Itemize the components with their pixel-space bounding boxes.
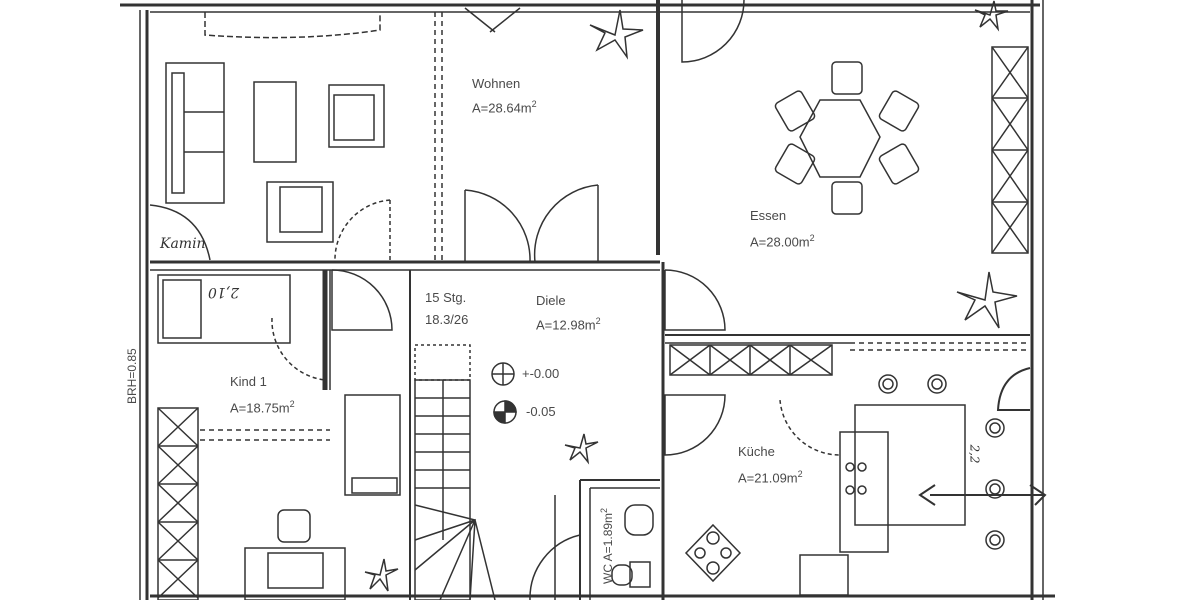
room-name-wohnen: Wohnen — [472, 76, 521, 91]
wardrobe — [157, 274, 291, 344]
room-label-wc: WC A=1.89m2 — [599, 507, 615, 584]
handwritten-kamin: Kamin — [160, 236, 206, 252]
stools — [878, 374, 1005, 550]
room-name-kind1: Kind 1 — [230, 374, 267, 389]
outer-walls — [120, 0, 1055, 600]
handwritten-kueche-note: 2,2 — [967, 444, 982, 464]
corner-door — [996, 367, 1031, 411]
window-right — [991, 46, 1029, 254]
window-left — [157, 407, 199, 600]
staircase — [414, 344, 496, 600]
level-mark-open-icon — [491, 362, 515, 386]
room-name-essen: Essen — [750, 208, 787, 223]
room-area-kueche: A=21.09m2 — [738, 469, 803, 486]
room-name-kueche: Küche — [738, 444, 775, 459]
window-kitchen — [669, 344, 833, 376]
level-mark-filled-icon — [493, 400, 517, 424]
desk — [244, 509, 346, 600]
stairs-ratio: 18.3/26 — [425, 312, 469, 327]
kitchen-counter — [684, 404, 966, 596]
kamin-outline — [149, 204, 211, 261]
level-value-1: -0.05 — [526, 404, 556, 419]
room-area-wohnen: A=28.64m2 — [472, 99, 537, 116]
handwritten-arrow — [918, 484, 1047, 506]
stairs-steps: 15 Stg. — [425, 290, 467, 305]
room-name-diele: Diele — [536, 293, 566, 308]
handwritten-kind-note: 2,10 — [208, 284, 240, 300]
armchair-1 — [328, 84, 385, 148]
plant-icons — [364, 0, 1018, 592]
window-curve-top — [204, 12, 381, 39]
doors-dashed — [271, 199, 841, 456]
level-value-0: +-0.00 — [522, 366, 560, 381]
dining-table — [774, 61, 920, 215]
doors — [331, 0, 745, 600]
sill-height-label: BRH=0.85 — [125, 348, 139, 404]
room-area-diele: A=12.98m2 — [536, 316, 601, 333]
bed — [344, 394, 401, 496]
room-area-essen: A=28.00m2 — [750, 233, 815, 250]
sofa — [165, 62, 225, 204]
wc-fixtures — [611, 504, 654, 588]
coffee-table — [253, 81, 297, 163]
room-area-kind1: A=18.75m2 — [230, 399, 295, 416]
armchair-2 — [266, 181, 334, 243]
dashed-lines — [200, 12, 1030, 441]
interior-walls — [150, 0, 1030, 600]
